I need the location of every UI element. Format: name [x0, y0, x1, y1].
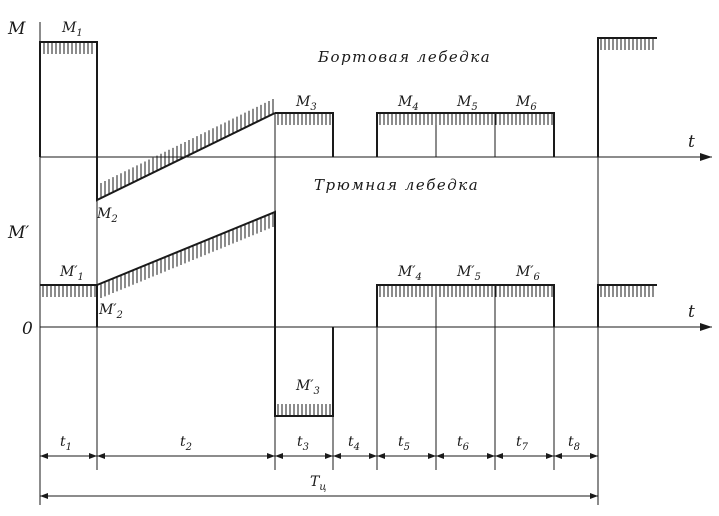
- upper-m3-hatch: [277, 113, 331, 125]
- interval-t6-label: t6: [457, 434, 470, 453]
- arrowhead: [333, 453, 341, 459]
- upper-m5-label: M5: [456, 94, 478, 113]
- arrowhead: [590, 453, 598, 459]
- lower-title: Трюмная лебедка: [314, 176, 479, 194]
- arrowhead: [40, 453, 48, 459]
- arrowhead: [487, 453, 495, 459]
- arrowhead: [97, 453, 105, 459]
- arrowhead: [436, 453, 444, 459]
- lower-next-cycle-block: [597, 284, 657, 327]
- lower-m1-block: [40, 284, 98, 327]
- upper-next-cycle-hatch: [600, 38, 654, 50]
- upper-m2-label: M2: [96, 206, 118, 225]
- upper-m4-m6-hatch: [379, 113, 553, 125]
- lower-m3-block: [274, 327, 334, 417]
- time-axis: t1 t2 t3 t4 t5 t6 t7 t8 Tц: [39, 38, 599, 505]
- upper-m6-label: M6: [515, 94, 537, 113]
- lower-m1-hatch: [42, 285, 96, 297]
- lower-axis-t-arrow: [700, 323, 712, 331]
- upper-axis-t-arrow: [700, 153, 712, 161]
- lower-m2-hatch: [100, 213, 274, 298]
- lower-m3-label: M′3: [295, 378, 320, 397]
- upper-m4-label: M4: [397, 94, 419, 113]
- lower-chart: Трюмная лебедка M′ 0 t M′1 M′2 M′3 M′4 M…: [7, 176, 712, 417]
- arrowhead: [275, 453, 283, 459]
- upper-m1-block: [39, 41, 98, 157]
- lower-m3-hatch: [277, 404, 331, 416]
- lower-m2-ramp: [96, 210, 276, 327]
- interval-t3-label: t3: [297, 434, 309, 453]
- interval-t1-label: t1: [60, 434, 72, 453]
- upper-axis-y-label: M: [7, 19, 26, 39]
- upper-m3-block: [275, 112, 334, 157]
- upper-axis-t-label: t: [688, 132, 695, 152]
- cycle-label: Tц: [310, 474, 326, 493]
- lower-m4-m6-block: [376, 284, 555, 327]
- interval-t7-label: t7: [516, 434, 529, 453]
- lower-m1-label: M′1: [59, 264, 84, 283]
- interval-t4-label: t4: [348, 434, 360, 453]
- upper-m4-m6-block: [376, 112, 555, 157]
- arrowhead: [546, 453, 554, 459]
- interval-t5-label: t5: [398, 434, 410, 453]
- upper-m3-label: M3: [295, 94, 317, 113]
- lower-m4-m6-hatch: [379, 285, 553, 297]
- interval-t8-label: t8: [568, 434, 580, 453]
- lower-origin-label: 0: [22, 319, 33, 339]
- lower-m4-label: M′4: [397, 264, 422, 283]
- upper-next-cycle-block: [597, 37, 657, 157]
- arrowhead: [267, 453, 275, 459]
- arrowhead: [495, 453, 503, 459]
- arrowhead: [89, 453, 97, 459]
- arrowhead: [554, 453, 562, 459]
- interval-labels: t1 t2 t3 t4 t5 t6 t7 t8: [60, 434, 580, 453]
- arrowhead: [377, 453, 385, 459]
- upper-title: Бортовая лебедка: [317, 48, 491, 66]
- arrowhead: [428, 453, 436, 459]
- lower-axis-t-label: t: [688, 302, 695, 322]
- lower-m2-label: M′2: [98, 302, 123, 321]
- upper-m2-hatch: [100, 99, 274, 198]
- interval-t2-label: t2: [180, 434, 192, 453]
- arrowhead: [369, 453, 377, 459]
- lower-m5-label: M′5: [456, 264, 481, 283]
- upper-chart: M t Бортовая лебедка M1 M2 M3 M4 M5 M6: [7, 19, 712, 470]
- upper-m1-label: M1: [61, 20, 83, 39]
- upper-m1-hatch: [43, 42, 93, 54]
- arrowhead: [325, 453, 333, 459]
- lower-m6-label: M′6: [515, 264, 541, 283]
- lower-next-cycle-hatch: [600, 285, 654, 297]
- lower-axis-y-label: M′: [7, 223, 29, 243]
